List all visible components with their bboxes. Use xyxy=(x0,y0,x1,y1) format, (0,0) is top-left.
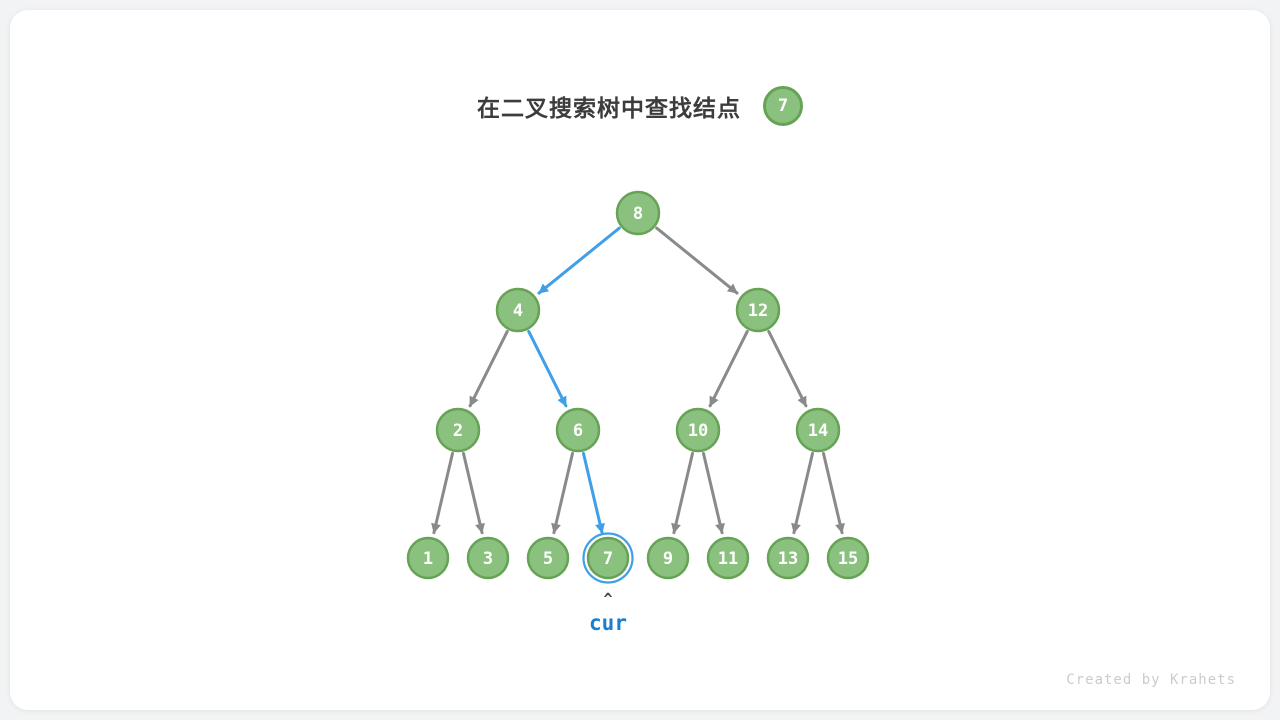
diagram-title-row: 在二叉搜索树中查找结点 7 xyxy=(10,86,1270,126)
node-circle xyxy=(675,407,721,453)
node-label: 6 xyxy=(573,421,583,441)
tree-node-6: 6 xyxy=(555,407,601,453)
tree-node-5: 5 xyxy=(526,536,570,580)
tree-node-9: 9 xyxy=(646,536,690,580)
node-circle xyxy=(526,536,570,580)
edge-6-7-search-path xyxy=(581,451,605,535)
node-label: 9 xyxy=(663,549,673,569)
node-label: 7 xyxy=(603,549,613,569)
node-circle xyxy=(795,407,841,453)
edge-12-10 xyxy=(708,329,749,408)
node-circle xyxy=(766,536,810,580)
node-circle xyxy=(735,287,781,333)
edge-10-11 xyxy=(701,451,725,535)
diagram-title: 在二叉搜索树中查找结点 xyxy=(477,95,741,121)
edge-14-13 xyxy=(791,451,815,535)
edge-12-14 xyxy=(767,329,808,408)
node-label: 12 xyxy=(748,301,768,321)
tree-node-10: 10 xyxy=(675,407,721,453)
edge-6-5 xyxy=(551,451,575,535)
node-label: 11 xyxy=(718,549,738,569)
node-circle xyxy=(495,287,541,333)
edge-10-9 xyxy=(671,451,695,535)
edges-layer xyxy=(431,226,845,535)
edge-4-2 xyxy=(468,329,509,408)
watermark-credit: Created by Krahets xyxy=(1066,672,1236,688)
cur-highlight-ring xyxy=(582,532,634,584)
node-label: 4 xyxy=(513,301,523,321)
tree-node-11: 11 xyxy=(706,536,750,580)
cur-pointer-caret-icon: ^ xyxy=(603,590,613,608)
edge-2-1 xyxy=(431,451,455,535)
node-label: 5 xyxy=(543,549,553,569)
node-circle xyxy=(586,536,630,580)
edge-4-6-search-path xyxy=(527,329,568,408)
tree-node-4: 4 xyxy=(495,287,541,333)
node-label: 13 xyxy=(778,549,798,569)
tree-node-1: 1 xyxy=(406,536,450,580)
tree-node-15: 15 xyxy=(826,536,870,580)
node-label: 15 xyxy=(838,549,858,569)
tree-node-7: 7 xyxy=(582,532,634,584)
node-label: 1 xyxy=(423,549,433,569)
node-circle xyxy=(555,407,601,453)
node-circle xyxy=(466,536,510,580)
node-circle xyxy=(615,190,661,236)
node-label: 8 xyxy=(633,204,643,224)
node-label: 2 xyxy=(453,421,463,441)
node-circle xyxy=(706,536,750,580)
node-circle xyxy=(646,536,690,580)
node-label: 10 xyxy=(688,421,708,441)
node-circle xyxy=(826,536,870,580)
tree-node-2: 2 xyxy=(435,407,481,453)
node-label: 3 xyxy=(483,549,493,569)
node-circle xyxy=(406,536,450,580)
edge-14-15 xyxy=(821,451,845,535)
tree-node-12: 12 xyxy=(735,287,781,333)
tree-node-3: 3 xyxy=(466,536,510,580)
node-label: 14 xyxy=(808,421,828,441)
node-circle xyxy=(435,407,481,453)
edge-2-3 xyxy=(461,451,485,535)
edge-8-12 xyxy=(655,226,739,295)
cur-pointer-label: cur xyxy=(589,611,627,635)
tree-node-14: 14 xyxy=(795,407,841,453)
tree-node-8: 8 xyxy=(615,190,661,236)
edge-8-4-search-path xyxy=(537,226,621,295)
target-node-badge: 7 xyxy=(763,86,803,126)
tree-node-13: 13 xyxy=(766,536,810,580)
